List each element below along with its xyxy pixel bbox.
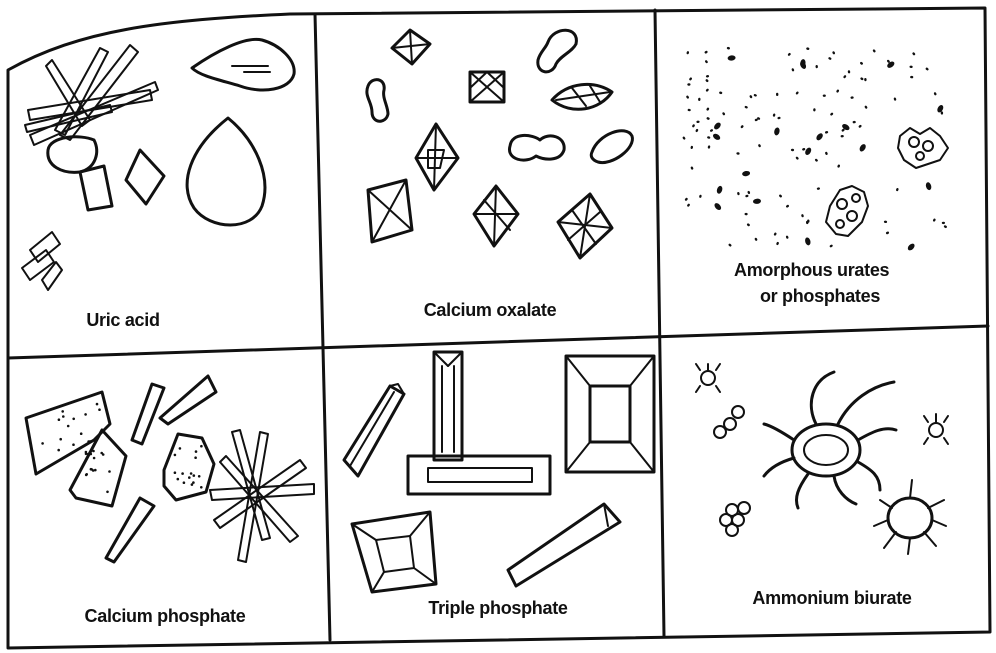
calcium-phosphate-speckle	[177, 478, 180, 481]
calcium-phosphate-speckle	[61, 410, 64, 413]
calcium-phosphate-speckle	[200, 445, 203, 448]
calcium-phosphate-speckle	[90, 453, 93, 456]
calcium-phosphate-speckle	[67, 425, 70, 428]
calcium-phosphate-speckle	[194, 456, 197, 459]
ammonium-biurate-label: Ammonium biurate	[752, 588, 912, 608]
amorphous-label-line-1: Amorphous urates	[734, 260, 890, 280]
triple-phosphate-label: Triple phosphate	[428, 598, 568, 618]
calcium-phosphate-speckle	[200, 486, 203, 489]
calcium-phosphate-speckle	[90, 468, 93, 471]
calcium-phosphate-speckle	[94, 469, 97, 472]
calcium-phosphate-speckle	[84, 413, 87, 416]
calcium-phosphate-speckle	[85, 474, 88, 477]
calcium-phosphate-speckle	[62, 415, 65, 418]
uric-acid-label-line-1: Uric acid	[86, 310, 159, 330]
calcium-phosphate-speckle	[72, 443, 75, 446]
ammonium-biurate-label-line-1: Ammonium biurate	[752, 588, 912, 608]
calcium-phosphate-speckle	[89, 440, 92, 443]
calcium-phosphate-speckle	[108, 470, 111, 473]
calcium-phosphate-speckle	[96, 403, 99, 406]
calcium-oxalate-label: Calcium oxalate	[424, 300, 557, 320]
calcium-phosphate-label: Calcium phosphate	[85, 606, 246, 626]
calcium-phosphate-speckle	[87, 453, 90, 456]
calcium-phosphate-speckle	[85, 451, 88, 454]
calcium-phosphate-speckle	[195, 450, 198, 453]
calcium-phosphate-speckle	[80, 432, 83, 435]
calcium-phosphate-speckle	[174, 471, 177, 474]
calcium-phosphate-speckle	[183, 481, 186, 484]
calcium-phosphate-speckle	[98, 408, 101, 411]
calcium-phosphate-speckle	[198, 475, 201, 478]
calcium-phosphate-speckle	[181, 472, 184, 475]
calcium-phosphate-speckle	[179, 447, 182, 450]
calcium-phosphate-speckle	[188, 476, 191, 479]
calcium-phosphate-speckle	[100, 452, 103, 455]
calcium-phosphate-speckle	[57, 449, 60, 452]
calcium-oxalate-label-line-1: Calcium oxalate	[424, 300, 557, 320]
calcium-phosphate-speckle	[191, 483, 194, 486]
calcium-phosphate-speckle	[58, 418, 61, 421]
calcium-phosphate-speckle	[41, 442, 44, 445]
calcium-phosphate-speckle	[106, 491, 109, 494]
calcium-phosphate-speckle	[72, 418, 75, 421]
uric-acid-label: Uric acid	[86, 310, 159, 330]
amorphous-label-line-2: or phosphates	[760, 286, 880, 306]
calcium-phosphate-speckle	[174, 454, 177, 457]
triple-phosphate-label-line-1: Triple phosphate	[428, 598, 568, 618]
calcium-phosphate-speckle	[190, 472, 193, 475]
calcium-phosphate-speckle	[92, 450, 95, 453]
calcium-phosphate-label-line-1: Calcium phosphate	[85, 606, 246, 626]
calcium-phosphate-speckle	[193, 474, 196, 477]
amorphous-particle	[942, 222, 945, 224]
calcium-phosphate-speckle	[59, 438, 62, 441]
calcium-phosphate-speckle	[93, 457, 96, 460]
